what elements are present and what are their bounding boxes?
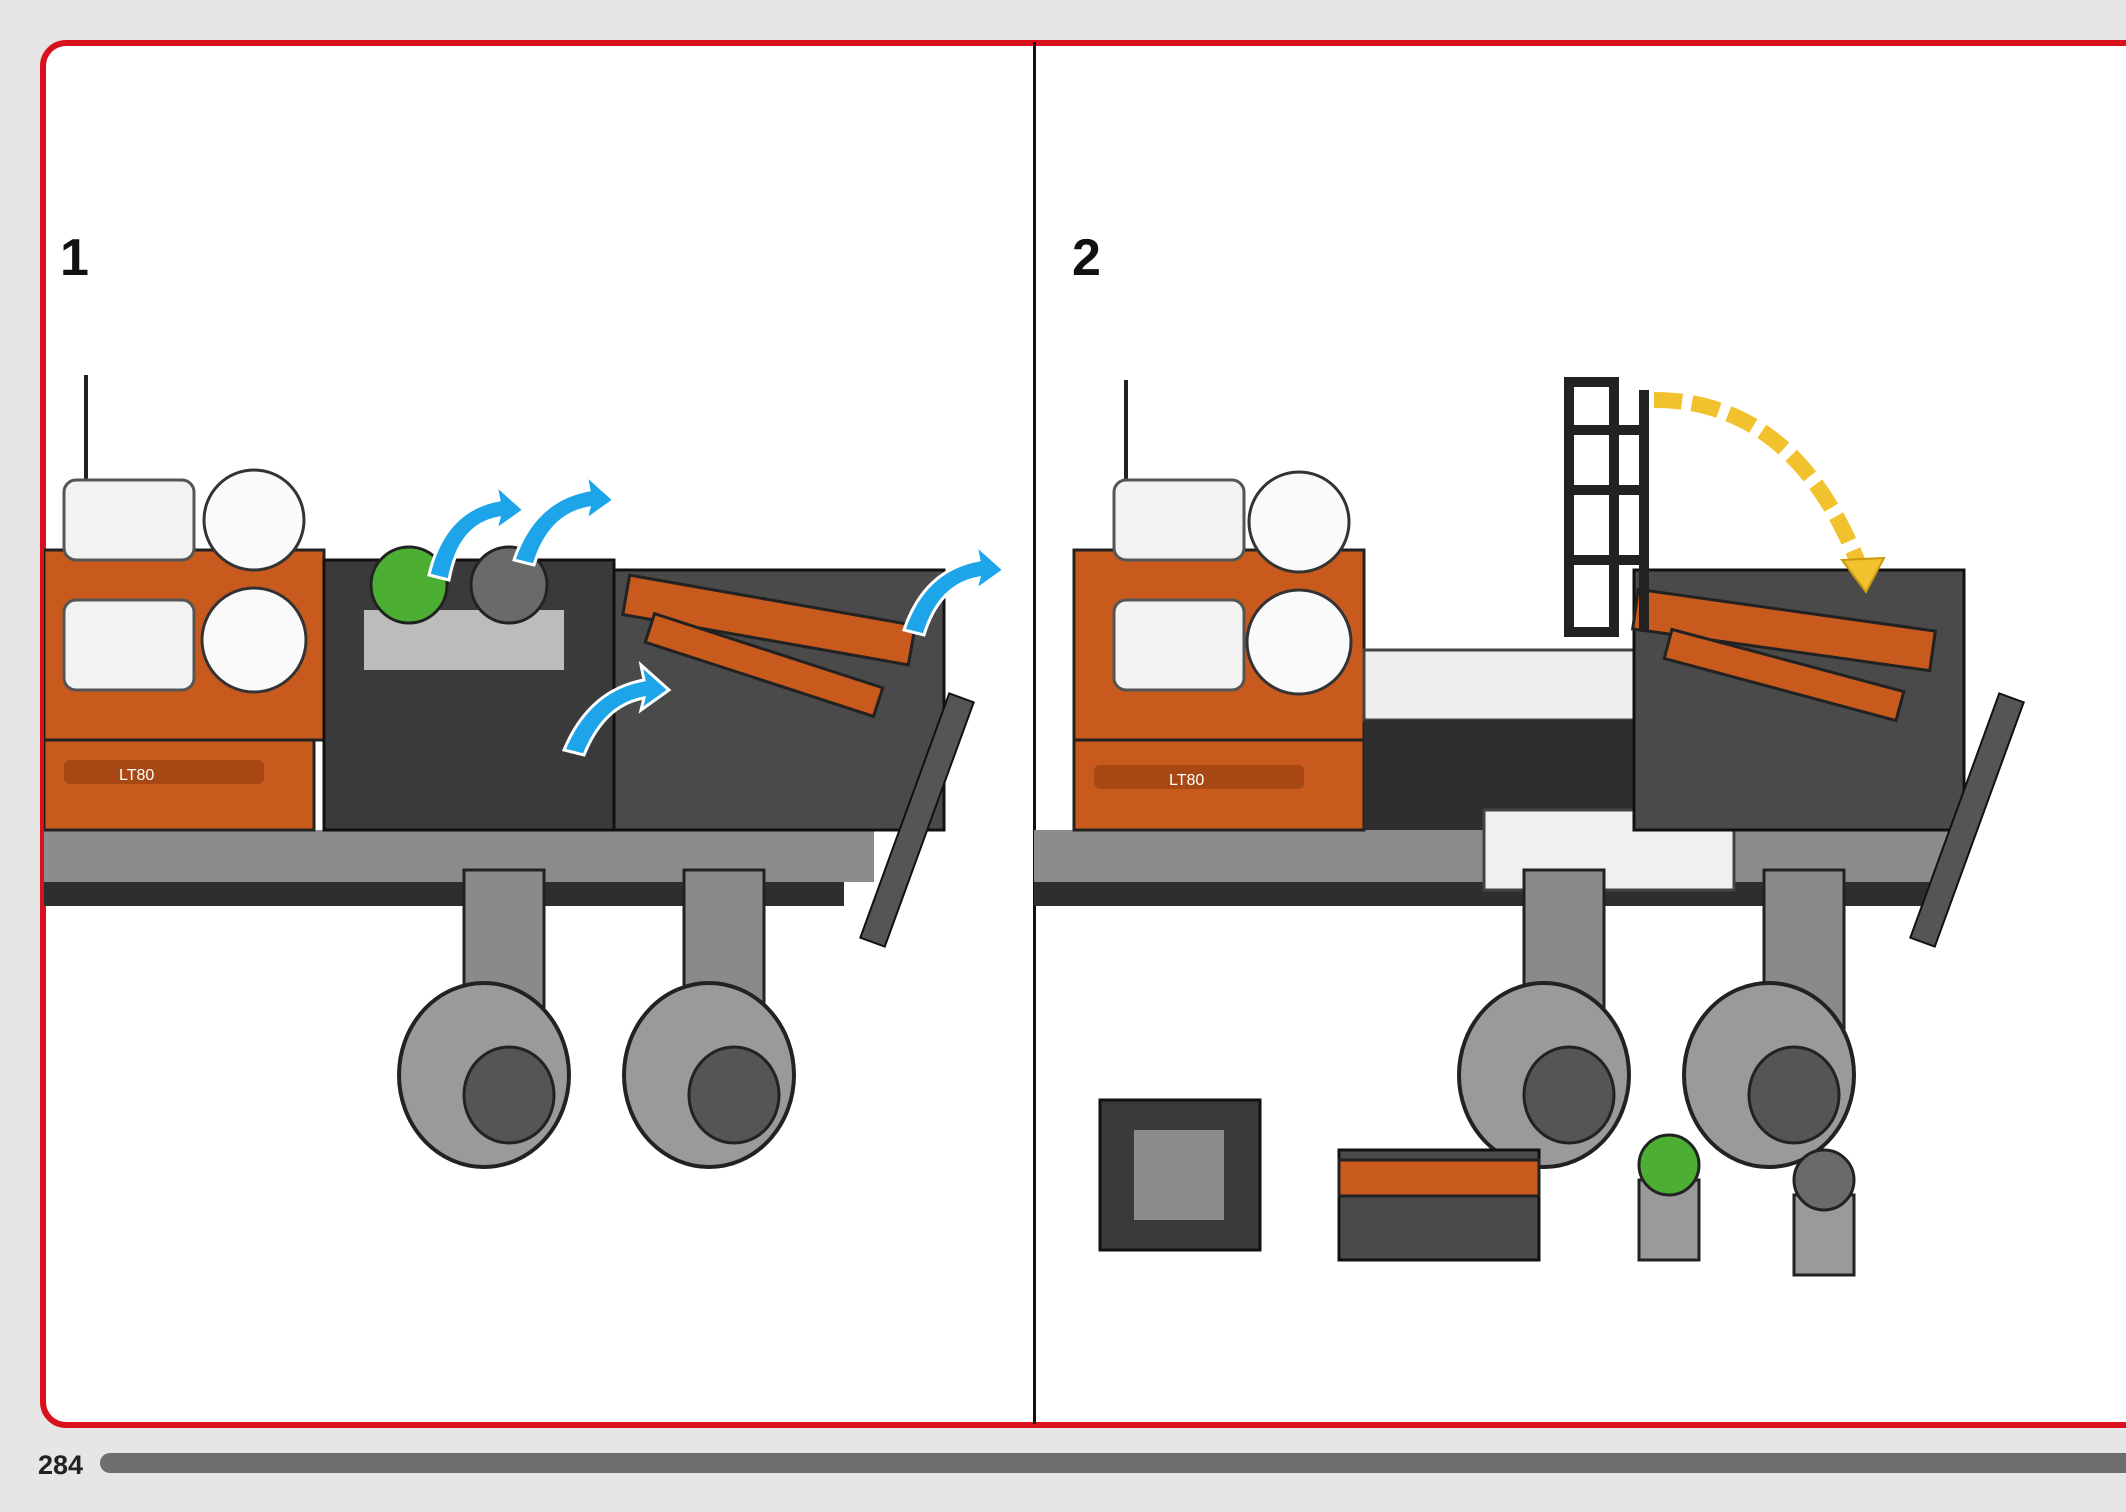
wheel-rear — [1682, 981, 1856, 1169]
model-label: LT80 — [1169, 772, 1204, 789]
vehicle-model: LT80 — [1034, 377, 2025, 1169]
page-number: 284 — [38, 1450, 84, 1480]
wheel-front — [397, 981, 571, 1169]
removed-subassembly-orange — [1337, 1148, 1541, 1262]
removed-subassembly-dark — [1098, 1098, 1262, 1252]
rotate-arrow-icon — [427, 470, 1004, 757]
vehicle-model: LT80 — [44, 375, 975, 1169]
removed-lamp-grey — [1792, 1148, 1856, 1277]
step-1-illustration: LT80 — [44, 375, 1004, 1169]
step-2-illustration: LT80 — [1034, 377, 2025, 1277]
wheel-rear — [622, 981, 796, 1169]
removed-lamp-green — [1637, 1133, 1701, 1262]
step-number-2: 2 — [1072, 229, 1101, 287]
model-label: LT80 — [119, 767, 154, 784]
wheel-front — [1457, 981, 1631, 1169]
step-number-1: 1 — [60, 229, 89, 287]
page-progress-bar — [100, 1453, 2126, 1473]
ladder-frame — [1564, 377, 1649, 637]
step-divider — [1033, 42, 1036, 1424]
fold-arrow-icon — [1653, 392, 1886, 594]
